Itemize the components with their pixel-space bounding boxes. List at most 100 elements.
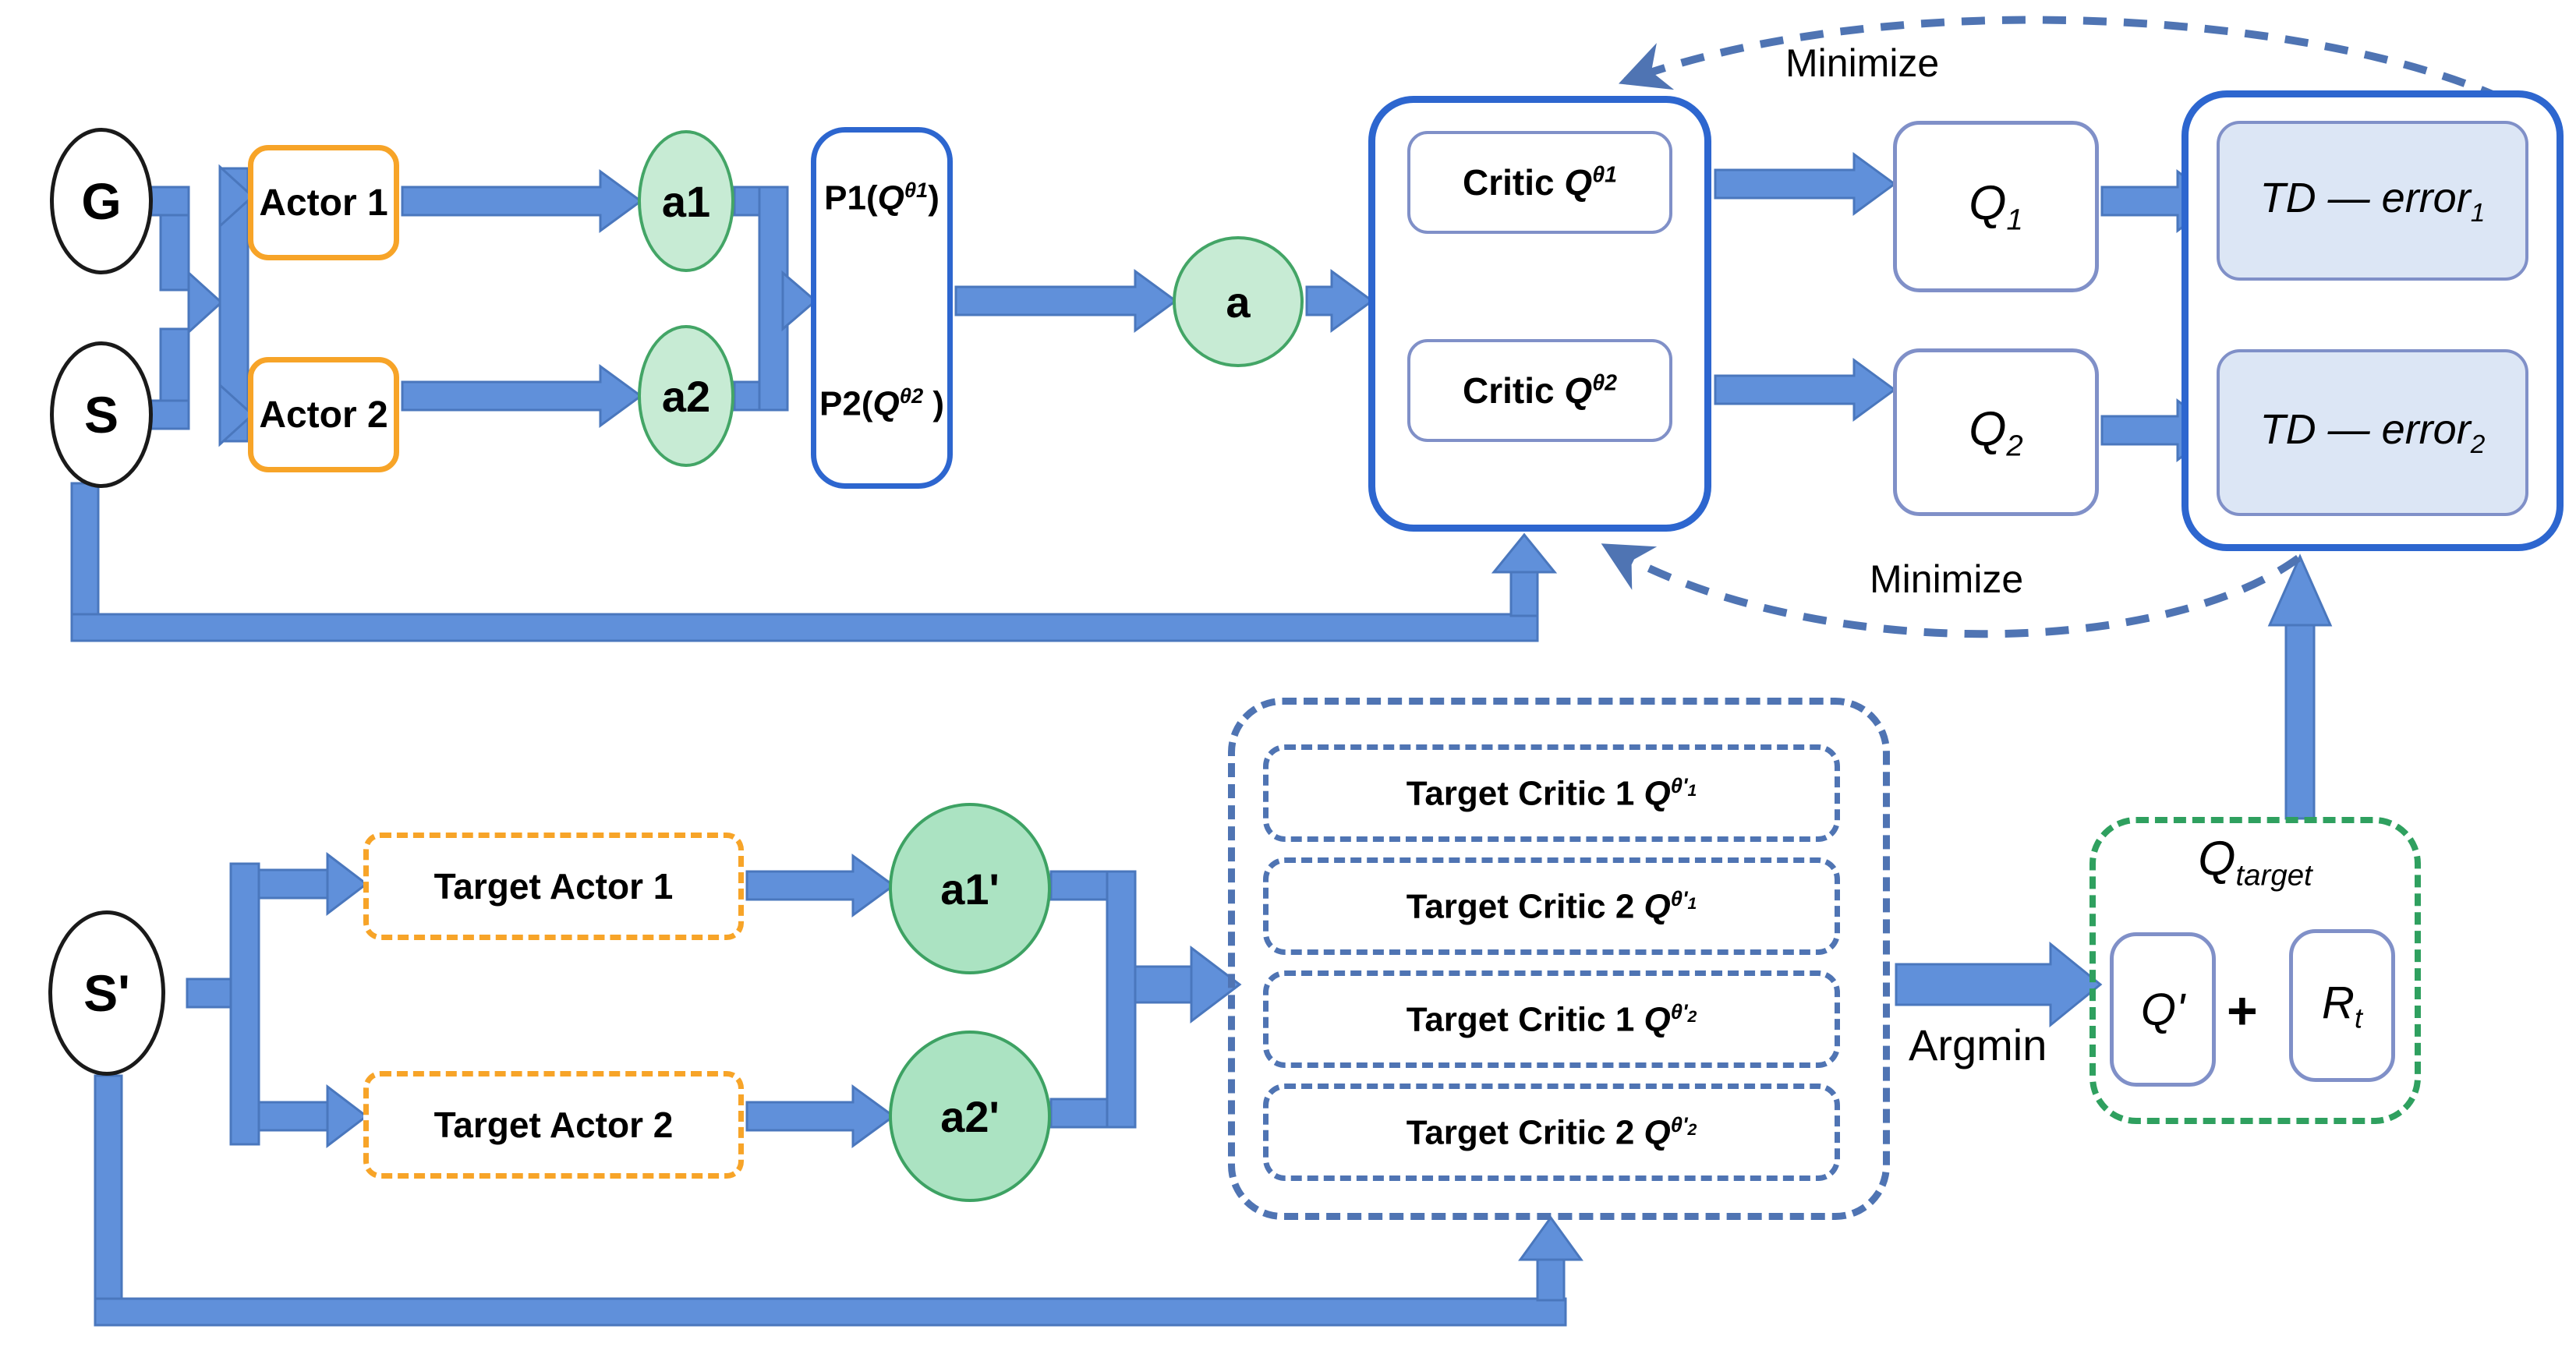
merge-arrow-shaft bbox=[1134, 965, 1193, 1004]
tc2-q: Q bbox=[1644, 887, 1671, 926]
critic1-sup: θ1 bbox=[1592, 162, 1617, 188]
qprime-label: Q' bbox=[2140, 984, 2185, 1035]
sprime-feedback-vert bbox=[94, 1074, 123, 1327]
q2-label: Q2 bbox=[1969, 401, 2023, 463]
rt-sub: t bbox=[2354, 1002, 2362, 1034]
td-error2-label: TD — error2 bbox=[2260, 405, 2486, 460]
qprime-box: Q' bbox=[2110, 932, 2216, 1087]
g-down-leg bbox=[159, 214, 190, 292]
target-actor2-label: Target Actor 2 bbox=[433, 1105, 674, 1145]
sprime-stub bbox=[186, 977, 232, 1009]
q1-label: Q1 bbox=[1969, 175, 2023, 237]
a-merge-vert bbox=[758, 186, 789, 412]
p1-q: Q bbox=[877, 179, 904, 217]
merge-arrowhead bbox=[1190, 945, 1242, 1024]
td-error2-box: TD — error2 bbox=[2217, 349, 2528, 516]
arrow-critic-q1 bbox=[1714, 152, 1897, 216]
action-a1-label: a1 bbox=[661, 176, 711, 226]
target-critic3-label: Target Critic 1 Qθ'2 bbox=[1407, 999, 1697, 1040]
qtarget-container bbox=[2089, 817, 2421, 1124]
tc3-pre: Target Critic 1 bbox=[1406, 1000, 1644, 1039]
target-critic2-box: Target Critic 2 Qθ'1 bbox=[1263, 857, 1840, 955]
sprime-feedback-horiz bbox=[94, 1297, 1567, 1327]
s-feedback-horiz bbox=[70, 613, 1539, 642]
rt-label: Rt bbox=[2322, 977, 2362, 1035]
p1-sup: θ1 bbox=[904, 178, 929, 202]
qtarget-up-shaft bbox=[2284, 622, 2316, 820]
s-up-leg bbox=[159, 327, 190, 402]
actor1-box: Actor 1 bbox=[248, 145, 399, 260]
td1-main: TD bbox=[2259, 174, 2316, 221]
target-critic2-label: Target Critic 2 Qθ'1 bbox=[1407, 886, 1697, 927]
actor2-label: Actor 2 bbox=[259, 394, 388, 436]
p2-sup: θ2 bbox=[899, 384, 924, 408]
action-a1prime-label: a1' bbox=[940, 864, 1000, 914]
arrow-into-ta2 bbox=[326, 1084, 369, 1149]
tc1-supnum: 1 bbox=[1687, 780, 1697, 800]
q1-sub: 1 bbox=[2006, 203, 2023, 237]
target-critic4-label: Target Critic 2 Qθ'2 bbox=[1407, 1112, 1697, 1153]
tc4-q: Q bbox=[1644, 1113, 1671, 1152]
critic2-pre: Critic bbox=[1463, 370, 1565, 411]
tc2-sup: θ' bbox=[1670, 886, 1688, 910]
tc1-sup: θ' bbox=[1670, 772, 1688, 797]
tc3-supnum: 2 bbox=[1687, 1006, 1697, 1026]
argmin-label: Argmin bbox=[1909, 1020, 2047, 1069]
qtarget-up-arrowhead bbox=[2267, 553, 2333, 627]
target-critic1-label: Target Critic 1 Qθ'1 bbox=[1407, 773, 1697, 814]
action-a2-label: a2 bbox=[661, 371, 711, 421]
qtarget-main: Q bbox=[2198, 832, 2236, 886]
arrow-actor2-a2 bbox=[401, 364, 643, 428]
p2-pre: P2( bbox=[819, 385, 873, 423]
action-a-circle: a bbox=[1173, 236, 1304, 367]
sprime-arm1 bbox=[257, 868, 329, 900]
critic1-label: Critic Qθ1 bbox=[1463, 161, 1617, 203]
q1-main: Q bbox=[1969, 176, 2007, 231]
tc2-pre: Target Critic 2 bbox=[1406, 887, 1644, 926]
minimize-top-label: Minimize bbox=[1785, 41, 1940, 85]
state-g-circle: G bbox=[50, 128, 153, 274]
critic1-q: Q bbox=[1564, 162, 1593, 203]
tc3-q: Q bbox=[1644, 1000, 1671, 1039]
target-critic-container bbox=[1228, 698, 1890, 1220]
qtarget-label: Qtarget bbox=[2089, 831, 2421, 893]
tc1-pre: Target Critic 1 bbox=[1406, 774, 1644, 813]
critic1-pre: Critic bbox=[1463, 162, 1565, 203]
critic2-label: Critic Qθ2 bbox=[1463, 369, 1617, 412]
sprime-trunk bbox=[229, 862, 260, 1146]
q2-box: Q2 bbox=[1893, 348, 2099, 516]
td1-sep: — bbox=[2316, 174, 2382, 221]
target-critic3-box: Target Critic 1 Qθ'2 bbox=[1263, 970, 1840, 1068]
tc4-sup: θ' bbox=[1670, 1112, 1688, 1137]
q1-box: Q1 bbox=[1893, 121, 2099, 292]
trunk-top-arrowhead bbox=[218, 164, 255, 229]
sprime-feedback-up bbox=[1536, 1257, 1566, 1302]
action-a2-circle: a2 bbox=[638, 325, 734, 467]
tc3-sup: θ' bbox=[1670, 999, 1688, 1023]
td2-sep: — bbox=[2316, 406, 2382, 454]
target-actor1-box: Target Actor 1 bbox=[363, 833, 744, 940]
p1-pre: P1( bbox=[824, 179, 878, 217]
td2-main: TD bbox=[2259, 406, 2316, 454]
td-error1-label: TD — error1 bbox=[2260, 174, 2486, 228]
junction-arrowhead bbox=[187, 270, 224, 335]
critic1-box: Critic Qθ1 bbox=[1407, 131, 1672, 234]
action-a1-circle: a1 bbox=[638, 130, 734, 272]
arrow-ta1-a1p bbox=[745, 854, 896, 917]
s-feedback-up bbox=[1509, 569, 1539, 617]
solid-connectors bbox=[70, 152, 2333, 1327]
policy-box: P1(Qθ1) P2(Qθ2 ) bbox=[811, 127, 953, 489]
arrow-p-a bbox=[954, 269, 1178, 333]
target-critic4-box: Target Critic 2 Qθ'2 bbox=[1263, 1084, 1840, 1181]
action-a2prime-label: a2' bbox=[940, 1091, 1000, 1141]
s-stub bbox=[150, 399, 190, 430]
tc4-pre: Target Critic 2 bbox=[1406, 1113, 1644, 1152]
aprime-merge-vert bbox=[1106, 870, 1137, 1129]
q2-sub: 2 bbox=[2006, 429, 2023, 463]
state-sprime-label: S' bbox=[83, 964, 130, 1022]
td2-sub: 2 bbox=[2470, 430, 2486, 459]
p1-post: ) bbox=[928, 179, 939, 217]
action-a2prime-circle: a2' bbox=[889, 1031, 1051, 1202]
